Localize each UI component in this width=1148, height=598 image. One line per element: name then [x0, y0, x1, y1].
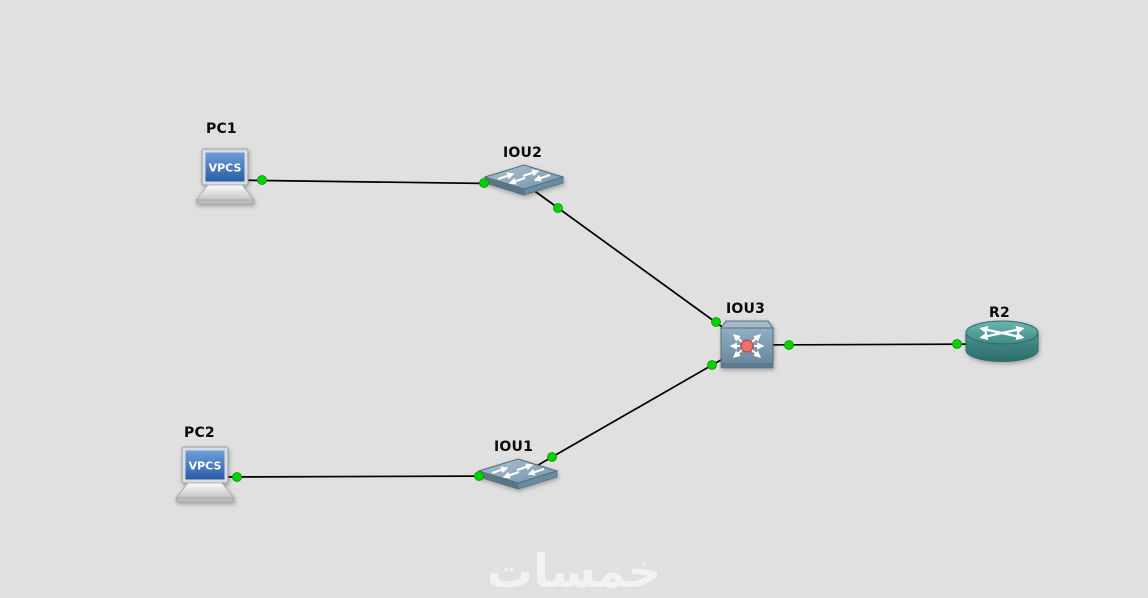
switch-arrows: [497, 169, 551, 185]
multilayer-switch-icon: [720, 320, 774, 369]
vpcs-icon: VPCS: [175, 446, 235, 503]
node-label-iou3[interactable]: IOU3: [726, 301, 766, 317]
link-iou2-iou3[interactable]: [524, 183, 748, 346]
node-iou3[interactable]: [720, 320, 774, 370]
status-dot-iou3-bottom: [707, 360, 717, 370]
node-r2[interactable]: [964, 320, 1040, 368]
laptop-screen: [205, 152, 245, 182]
status-dot-iou2-down: [553, 203, 563, 213]
status-dot-iou1-up: [547, 452, 557, 462]
node-iou2[interactable]: [484, 164, 564, 200]
node-label-pc2[interactable]: PC2: [184, 425, 215, 441]
laptop-base: [195, 184, 255, 201]
mls-bottom-edge: [720, 363, 774, 369]
node-iou1[interactable]: [478, 458, 558, 494]
link-pc2-iou1[interactable]: [203, 475, 520, 478]
status-dot-pc2: [232, 472, 242, 482]
laptop-base: [175, 482, 235, 499]
mls-top-face: [720, 320, 774, 329]
vpcs-icon: VPCS: [195, 148, 255, 205]
laptop-base-edge: [175, 497, 235, 503]
router-arrows: [979, 325, 1025, 341]
ethernet-switch-icon: [478, 458, 558, 490]
link-pc1-iou2[interactable]: [223, 179, 526, 185]
vpcs-screen-text: VPCS: [209, 162, 242, 175]
node-pc1[interactable]: VPCS: [190, 148, 258, 208]
node-label-iou1[interactable]: IOU1: [494, 439, 534, 455]
node-label-iou2[interactable]: IOU2: [503, 145, 543, 161]
mls-center-dot: [740, 339, 754, 353]
status-dot-iou1-left: [474, 471, 484, 481]
node-label-pc1[interactable]: PC1: [206, 121, 237, 137]
status-dot-pc1: [257, 175, 267, 185]
switch-top-face: [478, 458, 558, 484]
router-icon: [965, 320, 1039, 362]
switch-top-face: [484, 164, 564, 190]
mls-rays: [729, 334, 765, 358]
node-pc2[interactable]: VPCS: [170, 446, 238, 506]
status-dot-iou3-right: [784, 340, 794, 350]
status-dot-iou2-left: [479, 178, 489, 188]
laptop-screen: [185, 450, 225, 480]
laptop-base-edge: [195, 199, 255, 205]
ethernet-switch-icon: [484, 164, 564, 196]
status-dot-r2: [952, 339, 962, 349]
status-dot-iou3-top: [711, 317, 721, 327]
switch-arrows: [491, 463, 545, 479]
node-label-r2[interactable]: R2: [989, 305, 1010, 321]
vpcs-screen-text: VPCS: [189, 460, 222, 473]
